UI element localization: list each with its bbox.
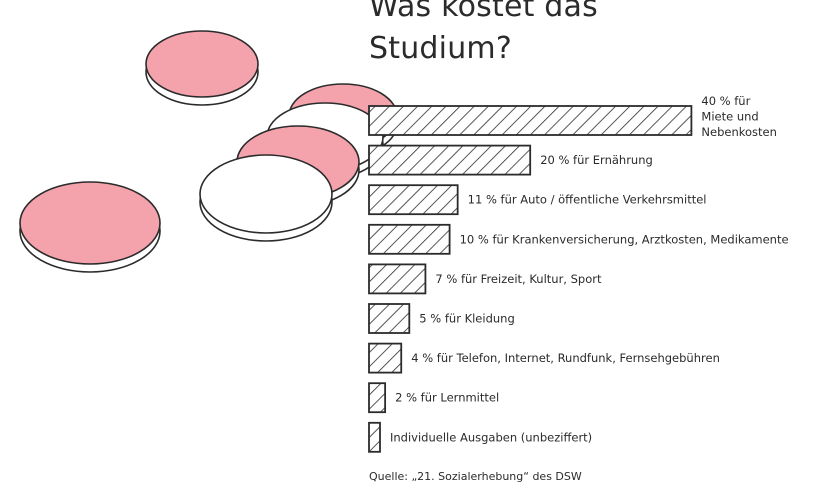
coin-large-left [19, 181, 161, 273]
bar-8 [368, 421, 381, 453]
bar-7 [368, 382, 387, 414]
bar-6 [368, 342, 403, 374]
bar-label-4: 7 % für Freizeit, Kultur, Sport [435, 272, 602, 286]
bar-label-6: 4 % für Telefon, Internet, Rundfunk, Fer… [411, 351, 720, 365]
bar-label-2: 11 % für Auto / öffentliche Verkehrsmitt… [468, 193, 707, 207]
bar-label-8: Individuelle Ausgaben (unbeziffert) [390, 430, 592, 444]
bar-3 [368, 223, 451, 255]
bar-label-1: 20 % für Ernährung [540, 153, 653, 167]
bar-label-3: 10 % für Krankenversicherung, Arztkosten… [460, 232, 789, 246]
coin-stack-4 [199, 154, 333, 242]
bar-1 [368, 144, 532, 176]
source-note: Quelle: „21. Sozialerhebung“ des DSW [369, 470, 582, 483]
bar-5 [368, 303, 411, 334]
bar-0 [368, 105, 693, 136]
bar-4 [368, 263, 427, 295]
bar-label-5: 5 % für Kleidung [419, 312, 514, 326]
coin-top [145, 30, 259, 106]
bar-2 [368, 184, 459, 216]
bar-label-7: 2 % für Lernmittel [395, 391, 499, 405]
